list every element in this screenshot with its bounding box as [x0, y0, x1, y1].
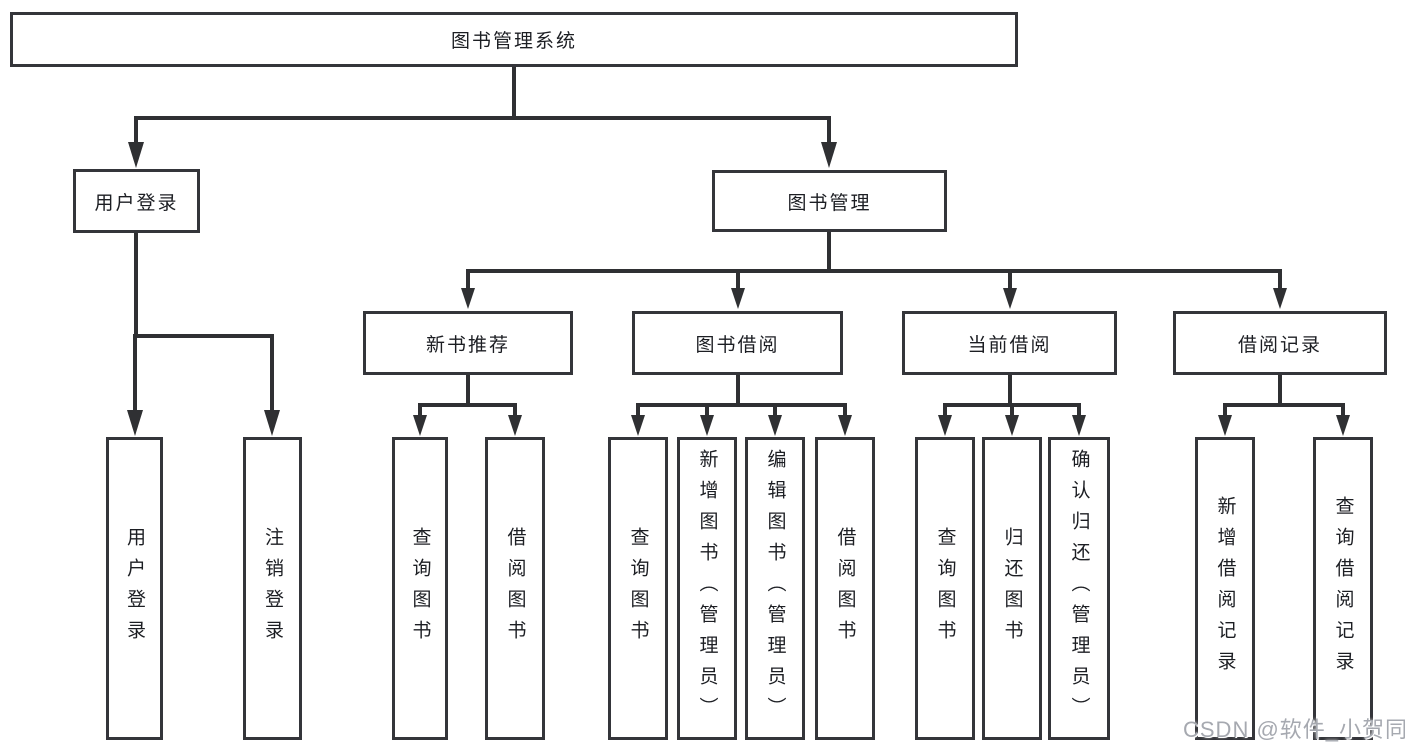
node-borrow-records: 借阅记录	[1173, 311, 1387, 375]
node-book-borrow: 图书借阅	[632, 311, 843, 375]
leaf-br-add-record: 新增借阅记录	[1195, 437, 1255, 740]
node-root: 图书管理系统	[10, 12, 1018, 67]
leaf-bb-borrow-books: 借阅图书	[815, 437, 875, 740]
node-current-borrow: 当前借阅	[902, 311, 1117, 375]
leaf-cb-query-books: 查询图书	[915, 437, 975, 740]
leaf-nbr-query-books: 查询图书	[392, 437, 448, 740]
leaf-br-query-record: 查询借阅记录	[1313, 437, 1373, 740]
leaf-bb-add-books-admin: 新增图书（管理员）	[677, 437, 737, 740]
leaf-logout: 注销登录	[243, 437, 302, 740]
node-new-book-recommend: 新书推荐	[363, 311, 573, 375]
node-user-login: 用户登录	[73, 169, 200, 233]
node-book-management: 图书管理	[712, 170, 947, 232]
leaf-nbr-borrow-books: 借阅图书	[485, 437, 545, 740]
watermark: CSDN @软件_小贺同学	[1183, 717, 1405, 742]
leaf-bb-edit-books-admin: 编辑图书（管理员）	[745, 437, 805, 740]
leaf-cb-confirm-return-admin: 确认归还（管理员）	[1048, 437, 1110, 740]
leaf-user-login: 用户登录	[106, 437, 163, 740]
leaf-cb-return-books: 归还图书	[982, 437, 1042, 740]
leaf-bb-query-books: 查询图书	[608, 437, 668, 740]
